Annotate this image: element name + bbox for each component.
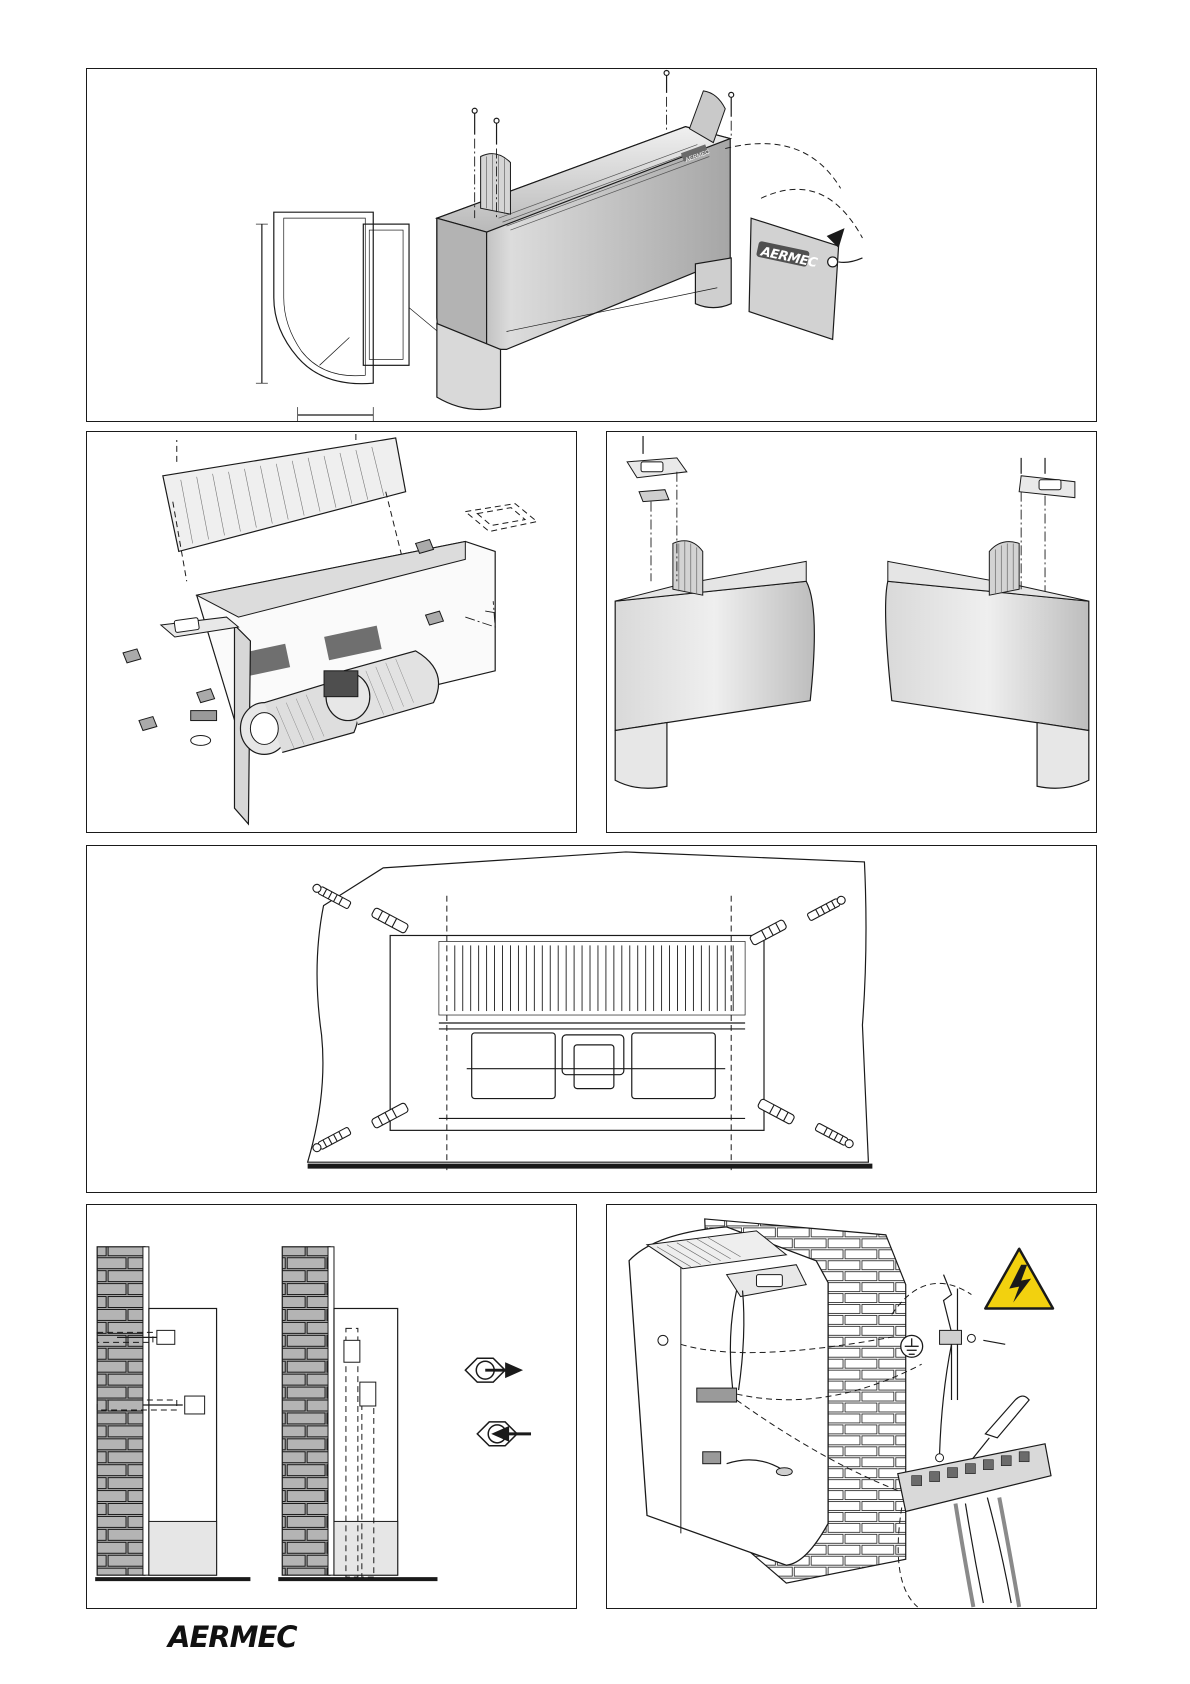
water-inlet-arrow-icon: [477, 1422, 531, 1446]
water-connections-panel: [86, 1204, 577, 1609]
side-profile-drawing: [256, 212, 457, 421]
electrical-connection-panel: [606, 1204, 1097, 1609]
left-unit: [615, 436, 814, 788]
footer-logo: AERMEC: [168, 1620, 297, 1654]
exploded-unit-illustration: [87, 432, 576, 832]
cabinet-unit: AERMEC: [437, 91, 731, 410]
wall-anchors: [312, 883, 855, 1153]
exploded-unit-panel: [86, 431, 577, 833]
control-panel-mounting-panel: [606, 431, 1097, 833]
control-panel-mounting-illustration: [607, 432, 1096, 832]
electrical-connection-illustration: [607, 1205, 1096, 1608]
side-panel-removal-panel: AERMEC AERMEC: [86, 68, 1097, 422]
side-panel-removal-illustration: AERMEC AERMEC: [87, 69, 1096, 421]
wall-mounting-panel: [86, 845, 1097, 1193]
water-connections-illustration: [87, 1205, 576, 1608]
removed-control-plate: AERMEC: [725, 144, 862, 340]
ground-symbol-icon: [901, 1335, 923, 1357]
high-voltage-warning-icon: [985, 1249, 1053, 1309]
wall-mounting-illustration: [87, 846, 1096, 1192]
right-unit: [886, 458, 1089, 788]
water-outlet-arrow-icon: [465, 1358, 523, 1382]
